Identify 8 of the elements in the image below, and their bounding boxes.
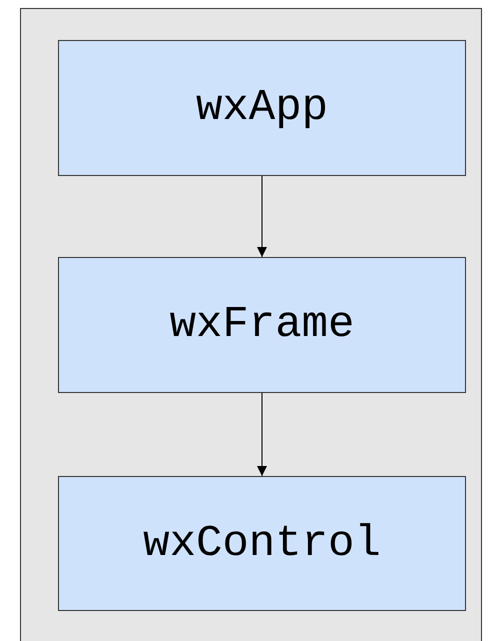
class-box bbox=[58, 257, 466, 393]
class-box bbox=[58, 476, 466, 611]
class-box bbox=[58, 40, 466, 176]
class-name: wxControl bbox=[143, 518, 381, 568]
class-name: wxFrame bbox=[170, 300, 354, 350]
arrow bbox=[257, 176, 267, 258]
class-name: wxApp bbox=[196, 83, 328, 133]
arrow bbox=[257, 392, 267, 476]
